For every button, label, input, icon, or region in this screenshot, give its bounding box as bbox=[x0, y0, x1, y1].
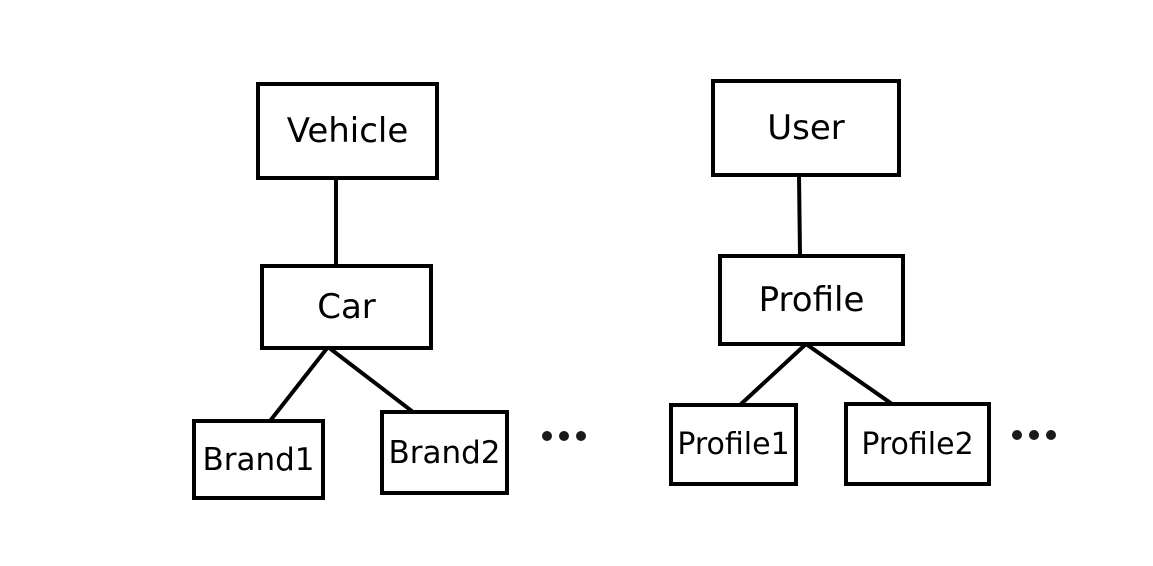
edge-profile-profile2 bbox=[803, 341, 895, 407]
node-profile1: Profile1 bbox=[669, 403, 798, 486]
node-label: Car bbox=[317, 287, 376, 327]
node-label: User bbox=[767, 108, 845, 148]
node-profile: Profile bbox=[718, 254, 905, 346]
node-label: Profile bbox=[758, 280, 865, 320]
ellipsis-dot bbox=[1029, 430, 1039, 440]
ellipsis-dot bbox=[559, 431, 569, 441]
edge-car-brand1 bbox=[267, 344, 331, 424]
node-user: User bbox=[711, 79, 901, 177]
node-label: Brand1 bbox=[202, 441, 315, 478]
node-car: Car bbox=[260, 264, 433, 350]
node-label: Brand2 bbox=[388, 434, 501, 471]
edge-profile-profile1 bbox=[737, 341, 809, 408]
node-label: Profile2 bbox=[861, 426, 974, 462]
node-profile2: Profile2 bbox=[844, 402, 991, 486]
ellipsis-left bbox=[542, 431, 586, 441]
node-vehicle: Vehicle bbox=[256, 82, 439, 180]
ellipsis-dot bbox=[576, 431, 586, 441]
edge-user-profile bbox=[796, 172, 803, 259]
ellipsis-dot bbox=[542, 431, 552, 441]
edge-car-brand2 bbox=[325, 344, 416, 415]
node-brand1: Brand1 bbox=[192, 419, 325, 500]
node-label: Profile1 bbox=[677, 427, 790, 462]
ellipsis-right bbox=[1012, 430, 1056, 440]
node-label: Vehicle bbox=[286, 111, 409, 151]
ellipsis-dot bbox=[1046, 430, 1056, 440]
ellipsis-dot bbox=[1012, 430, 1022, 440]
node-brand2: Brand2 bbox=[380, 410, 509, 495]
